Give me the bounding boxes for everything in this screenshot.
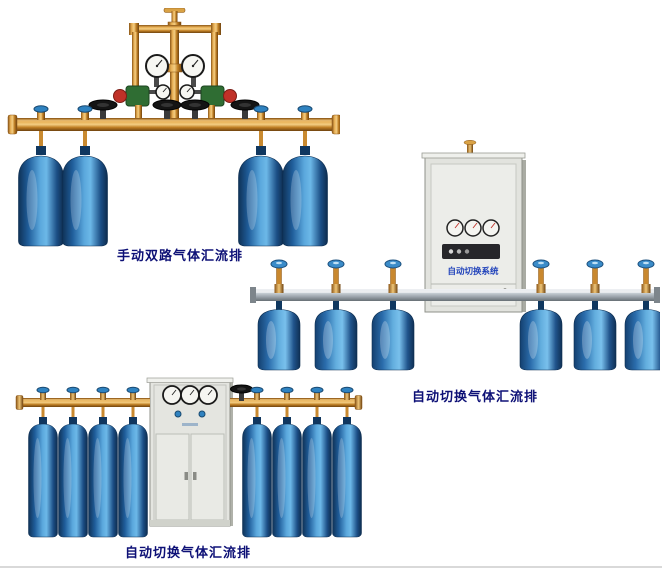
product-caption-manual-dual: 手动双路气体汇流排 [116,249,243,264]
cylinder-necks [276,301,649,310]
door-handle [193,472,197,480]
gas-cylinder [28,423,58,538]
cylinder-valve-knob [36,386,50,425]
cylinder-valve-knob [126,386,140,425]
bottom-divider [0,566,662,568]
cylinder-valve-knob [253,105,269,155]
cylinder-valve-knob [250,386,264,425]
door-handle [184,472,188,480]
cabinet-gauge [446,219,464,237]
cylinder-valve-knob [33,105,49,155]
gas-cylinder [118,423,148,538]
gas-cylinder [272,423,302,538]
cabinet-gauge [198,385,218,405]
cabinet-switch-knob [198,410,206,418]
product-photo-auto-switch-right: 自动切换系统 [250,138,660,380]
inlet-tee-assembly [129,8,221,122]
product-photo-manual-dual-manifold [5,8,340,248]
product-caption-auto-bottom: 自动切换气体汇流排 [124,546,251,561]
gas-cylinder [18,155,64,247]
cylinder-valve-knob [310,386,324,425]
cabinet-gauge [180,385,200,405]
valve-handwheel [88,99,118,119]
gas-cylinder [257,309,301,371]
gas-cylinder [624,309,660,371]
pressure-regulator-left [113,54,171,121]
gas-cylinder [58,423,88,538]
cylinder-connections [33,105,313,155]
cabinet-label: 自动切换系统 [447,266,499,277]
gas-cylinder [573,309,617,371]
gas-cylinder [314,309,358,371]
cabinet-door-left [155,433,190,521]
collector-pipe [7,114,340,135]
cylinder-connections [36,386,354,425]
pressure-gauge [155,84,171,100]
cylinder-valve-knob [340,386,354,425]
valve-handwheel [180,99,210,119]
cylinder-valve-knob [96,386,110,425]
control-cabinet [146,377,234,527]
valve-handwheel [230,99,260,119]
pressure-gauge [181,54,205,78]
manual-dual-manifold-drawing [7,8,340,247]
pressure-gauge [145,54,169,78]
collector-pipe [15,395,363,410]
valve-handwheel [230,384,253,401]
gas-cylinder [88,423,118,538]
gas-cylinder [302,423,332,538]
cylinder-valve-knob [66,386,80,425]
auto-switch-manifold-bottom-drawing [15,377,363,538]
cylinder-valve-knob [327,259,345,293]
pipe-fittings [274,284,651,293]
gas-cylinder [242,423,272,538]
pressure-gauge [179,84,195,100]
product-photo-auto-switch-bottom [15,376,363,548]
pressure-regulator-right [179,54,237,121]
cabinet-nameplate [182,423,198,426]
cylinder-valve-knob [297,105,313,155]
cylinder-valve-knob [384,259,402,293]
cabinet-gauge [162,385,182,405]
cylinder-valve-knob [280,386,294,425]
collector-pipe [250,287,660,303]
auto-switch-manifold-drawing: 自动切换系统 [250,140,660,371]
control-cabinet: 自动切换系统 [421,140,526,313]
gas-cylinder [371,309,415,371]
gas-cylinder [519,309,563,371]
indicator-lights [442,244,500,259]
cabinet-gauge [464,219,482,237]
gas-cylinder [332,423,362,538]
cylinder-valve-knob [637,259,655,293]
cabinet-switch-knob [174,410,182,418]
gas-cylinder [62,155,108,247]
cylinder-valve-knob [77,105,93,155]
cabinet-gauge [482,219,500,237]
cylinder-valve-knob [270,259,288,293]
product-caption-auto-right: 自动切换气体汇流排 [411,390,538,405]
